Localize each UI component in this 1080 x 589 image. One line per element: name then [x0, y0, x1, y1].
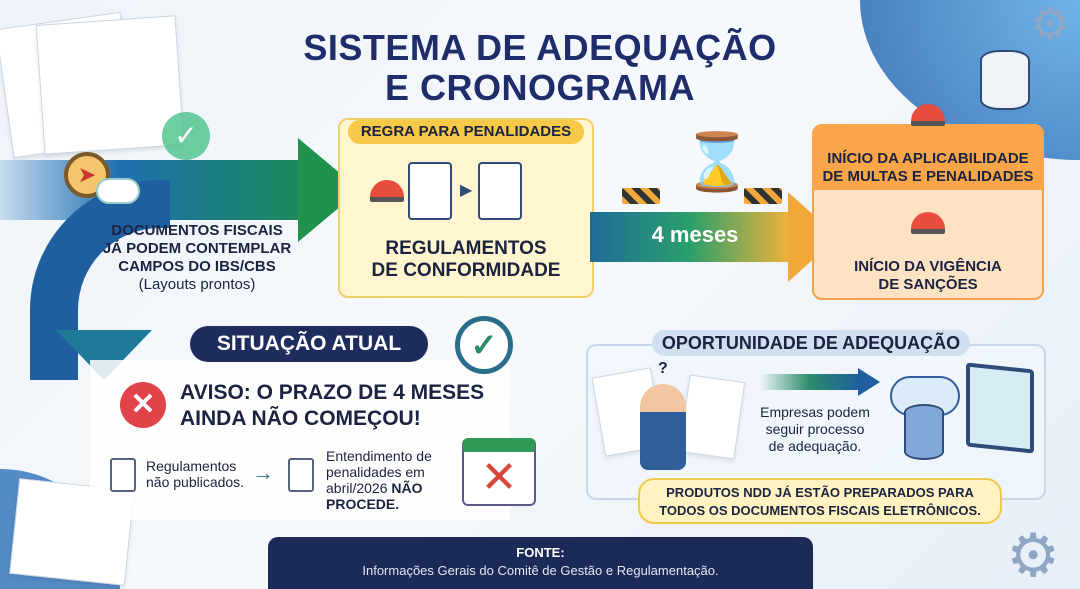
database-icon — [904, 404, 944, 460]
compass-icon: ➤ — [64, 152, 110, 198]
arrow-head — [858, 368, 880, 396]
barrier-icon — [744, 188, 782, 204]
rule-label: REGRA PARA PENALIDADES — [348, 120, 584, 144]
document-icon — [408, 162, 452, 220]
gear-icon: ⚙ — [1030, 0, 1070, 49]
check-icon: ✓ — [455, 316, 513, 374]
opportunity-label: OPORTUNIDADE DE ADEQUAÇÃO — [652, 330, 970, 356]
arrow-icon: ▶ — [460, 182, 473, 199]
document-illustration — [678, 374, 746, 460]
barrier-icon — [622, 188, 660, 204]
duration-label: 4 meses — [651, 222, 739, 247]
error-icon: ✕ — [120, 382, 166, 428]
document-icon — [288, 458, 314, 492]
siren-icon — [370, 180, 404, 202]
document-icon — [110, 458, 136, 492]
monitor-icon — [966, 362, 1034, 454]
arrow-right-icon: → — [252, 460, 274, 485]
gear-icon: ⚙ — [1006, 522, 1060, 589]
current-situation-label: SITUAÇÃO ATUAL — [190, 326, 428, 362]
database-icon — [980, 50, 1030, 110]
progress-arrow — [760, 374, 860, 390]
source-footer: FONTE: Informações Gerais do Comitê de G… — [268, 537, 813, 589]
check-icon: ✓ — [162, 112, 210, 160]
rule-box — [338, 118, 594, 298]
siren-icon — [911, 212, 945, 234]
timeline-arrow-4-months — [590, 212, 790, 262]
siren-icon — [911, 104, 945, 126]
cloud-icon — [96, 178, 140, 204]
current-situation-panel — [90, 360, 510, 520]
question-mark: ? — [658, 360, 668, 377]
hourglass-icon: ⌛ — [682, 130, 752, 193]
confused-person-illustration — [640, 384, 686, 470]
penalties-header — [812, 124, 1044, 190]
document-icon — [478, 162, 522, 220]
crossed-calendar-icon: ✕ — [462, 438, 536, 506]
